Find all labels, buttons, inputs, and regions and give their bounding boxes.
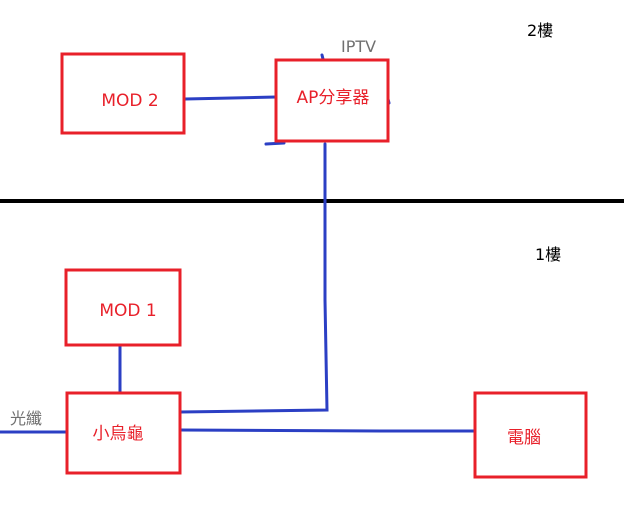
devices <box>60 52 588 479</box>
ap-switch-box[interactable] <box>274 58 390 143</box>
ap-switch-label: AP分享器 <box>297 88 370 108</box>
mod1-box[interactable] <box>64 268 182 347</box>
mod1-label: MOD 1 <box>99 301 156 321</box>
floor-2-label: 2樓 <box>527 21 553 40</box>
cable-mod2-to-ap <box>183 95 278 101</box>
floor-1-label: 1樓 <box>535 245 561 264</box>
pc-label: 電腦 <box>507 428 541 448</box>
mod2-label: MOD 2 <box>101 91 158 111</box>
router-box[interactable] <box>65 391 182 475</box>
fiber-label: 光纖 <box>10 409 42 428</box>
cable-iptv-stub <box>320 53 325 61</box>
cable-ap-to-router <box>178 142 329 414</box>
cables <box>0 53 476 434</box>
pc-box[interactable] <box>473 391 588 479</box>
cable-ap-bottom-stub <box>264 141 286 146</box>
iptv-label: IPTV <box>341 37 376 56</box>
mod2-box[interactable] <box>60 52 186 135</box>
router-label: 小烏龜 <box>93 424 144 444</box>
cable-router-to-pc <box>178 428 476 433</box>
